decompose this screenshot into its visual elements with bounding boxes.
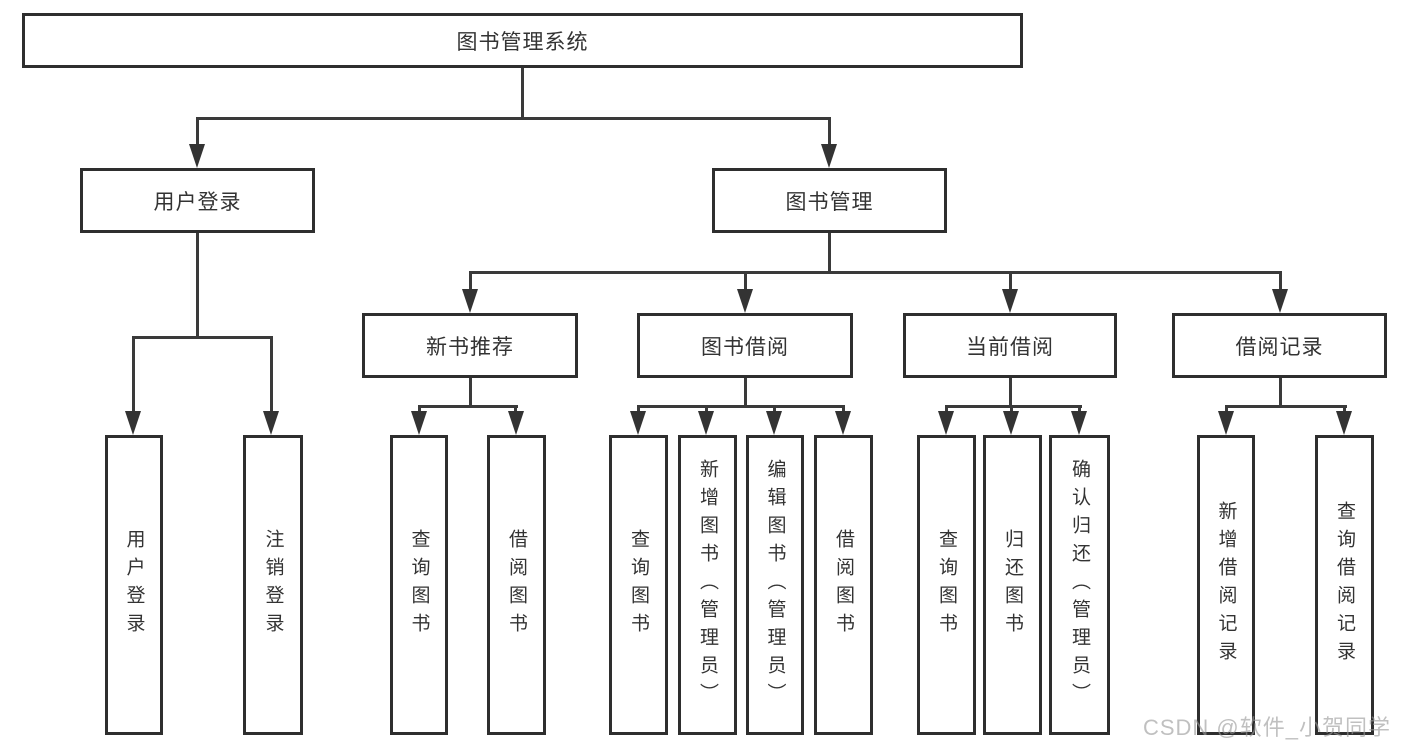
connector-line (196, 117, 199, 147)
arrow-down-icon (411, 411, 427, 435)
arrow-down-icon (189, 144, 205, 168)
node-label: 用户登录 (123, 529, 145, 641)
connector-line (945, 405, 948, 414)
arrow-down-icon (1003, 411, 1019, 435)
node-label: 借阅记录 (1235, 335, 1324, 359)
node-label: 当前借阅 (966, 335, 1054, 359)
arrow-down-icon (263, 411, 279, 435)
leaf-edit-books-admin: 编辑图书（管理员） (746, 435, 804, 735)
leaf-return-books: 归还图书 (983, 435, 1042, 735)
connector-line (1279, 378, 1282, 406)
connector-line (418, 405, 518, 408)
node-label: 图书借阅 (701, 335, 789, 359)
node-label: 注销登录 (262, 529, 284, 641)
connector-line (196, 233, 199, 336)
connector-line (469, 378, 472, 406)
connector-line (1009, 271, 1012, 292)
leaf-query-books-current: 查询图书 (917, 435, 976, 735)
node-user-login: 用户登录 (80, 168, 315, 233)
arrow-down-icon (630, 411, 646, 435)
connector-line (521, 68, 524, 117)
arrow-down-icon (698, 411, 714, 435)
leaf-query-books-borrow: 查询图书 (609, 435, 668, 735)
connector-line (196, 117, 831, 120)
arrow-down-icon (835, 411, 851, 435)
leaf-add-books-admin: 新增图书（管理员） (678, 435, 737, 735)
connector-line (842, 405, 845, 414)
connector-line (773, 405, 776, 414)
connector-line (514, 405, 517, 414)
node-label: 确认归还（管理员） (1069, 459, 1090, 711)
connector-line (744, 378, 747, 406)
leaf-confirm-return-admin: 确认归还（管理员） (1049, 435, 1110, 735)
node-label: 借阅图书 (833, 529, 854, 641)
node-label: 用户登录 (153, 190, 242, 214)
node-label: 图书管理系统 (456, 30, 589, 54)
watermark: CSDN @软件_小贺同学 (1142, 715, 1391, 740)
node-borrow-records: 借阅记录 (1172, 313, 1387, 378)
node-label: 新增借阅记录 (1215, 501, 1237, 669)
connector-line (132, 336, 135, 414)
leaf-borrow-books: 借阅图书 (814, 435, 873, 735)
node-label: 查询借阅记录 (1334, 501, 1355, 669)
connector-line (637, 405, 845, 408)
arrow-down-icon (938, 411, 954, 435)
arrow-down-icon (821, 144, 837, 168)
arrow-down-icon (1071, 411, 1087, 435)
connector-line (469, 271, 472, 292)
connector-line (828, 117, 831, 147)
connector-line (1009, 378, 1012, 406)
node-label: 查询图书 (628, 529, 649, 641)
arrow-down-icon (1336, 411, 1352, 435)
arrow-down-icon (1272, 289, 1288, 313)
node-book-management: 图书管理 (712, 168, 947, 233)
arrow-down-icon (462, 289, 478, 313)
node-label: 借阅图书 (506, 529, 527, 641)
leaf-borrow-books-recommend: 借阅图书 (487, 435, 546, 735)
connector-line (637, 405, 640, 414)
connector-line (1279, 271, 1282, 292)
connector-line (1225, 405, 1347, 408)
connector-line (469, 271, 1282, 274)
connector-line (132, 336, 273, 339)
node-label: 新增图书（管理员） (697, 459, 718, 711)
connector-line (1343, 405, 1346, 414)
connector-line (1225, 405, 1228, 414)
arrow-down-icon (1002, 289, 1018, 313)
node-label: 新书推荐 (426, 335, 514, 359)
node-current-borrow: 当前借阅 (903, 313, 1117, 378)
connector-line (744, 271, 747, 292)
node-label: 图书管理 (785, 190, 874, 214)
node-library-system: 图书管理系统 (22, 13, 1023, 68)
node-book-borrow: 图书借阅 (637, 313, 853, 378)
arrow-down-icon (737, 289, 753, 313)
connector-line (705, 405, 708, 414)
arrow-down-icon (508, 411, 524, 435)
connector-line (1010, 405, 1013, 414)
node-label: 查询图书 (408, 529, 430, 641)
connector-line (945, 405, 1082, 408)
connector-line (270, 336, 273, 414)
leaf-add-borrow-record: 新增借阅记录 (1197, 435, 1255, 735)
arrow-down-icon (1218, 411, 1234, 435)
leaf-user-login: 用户登录 (105, 435, 163, 735)
arrow-down-icon (766, 411, 782, 435)
node-new-book-recommend: 新书推荐 (362, 313, 578, 378)
connector-line (1078, 405, 1081, 414)
leaf-logout: 注销登录 (243, 435, 303, 735)
node-label: 编辑图书（管理员） (764, 459, 786, 711)
leaf-query-borrow-record: 查询借阅记录 (1315, 435, 1374, 735)
leaf-query-books-recommend: 查询图书 (390, 435, 448, 735)
arrow-down-icon (125, 411, 141, 435)
node-label: 查询图书 (936, 529, 957, 641)
connector-line (828, 233, 831, 272)
node-label: 归还图书 (1002, 529, 1023, 641)
connector-line (418, 405, 421, 414)
